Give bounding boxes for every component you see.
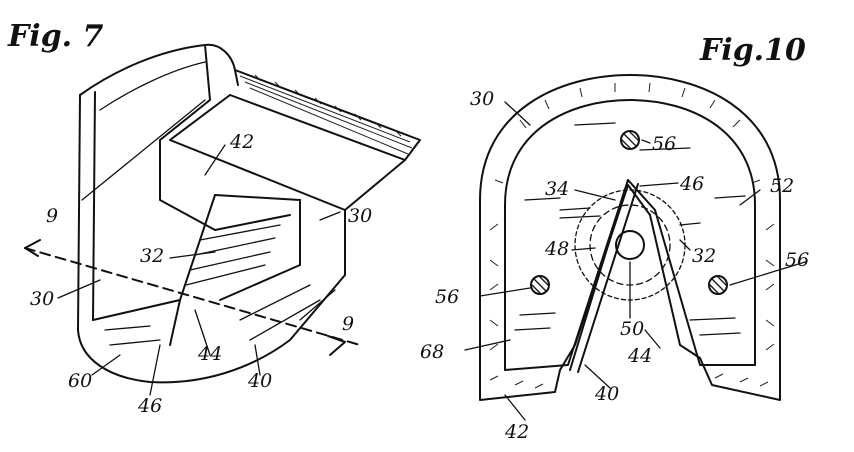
fig7-ref-60: 60 xyxy=(68,370,92,392)
figure-10: Fig.10 xyxy=(420,33,809,443)
fig10-ref-48: 48 xyxy=(544,238,569,260)
fig7-ref-30-right: 30 xyxy=(348,205,372,227)
fig10-ref-32: 32 xyxy=(692,245,716,267)
fig10-ref-68: 68 xyxy=(420,341,444,363)
figure-10-title: Fig.10 xyxy=(699,33,806,68)
fig7-ref-9-left: 9 xyxy=(46,205,58,227)
figure-7-title: Fig. 7 xyxy=(7,19,104,54)
fig10-ref-44: 44 xyxy=(627,345,652,367)
fig10-ref-34: 34 xyxy=(545,178,569,200)
fig10-ref-46: 46 xyxy=(679,173,704,195)
fig7-ref-40: 40 xyxy=(247,370,272,392)
fig10-ref-42: 42 xyxy=(504,421,529,443)
fig10-ref-56-top: 56 xyxy=(652,133,676,155)
fig10-ref-50: 50 xyxy=(620,318,644,340)
fig10-ref-56-right: 56 xyxy=(785,249,809,271)
fig7-ref-42: 42 xyxy=(229,131,254,153)
fig7-ref-9-right: 9 xyxy=(342,313,354,335)
fig7-ref-30-left: 30 xyxy=(30,288,54,310)
fig7-ref-46: 46 xyxy=(137,395,162,417)
fig7-ref-44: 44 xyxy=(197,343,222,365)
fig10-ref-52: 52 xyxy=(770,175,794,197)
fig7-ref-32: 32 xyxy=(140,245,164,267)
fig10-ref-56-left: 56 xyxy=(435,286,459,308)
fig10-ref-30: 30 xyxy=(470,88,494,110)
fig10-ref-40: 40 xyxy=(594,383,619,405)
figure-7: Fig. 7 xyxy=(7,19,421,417)
